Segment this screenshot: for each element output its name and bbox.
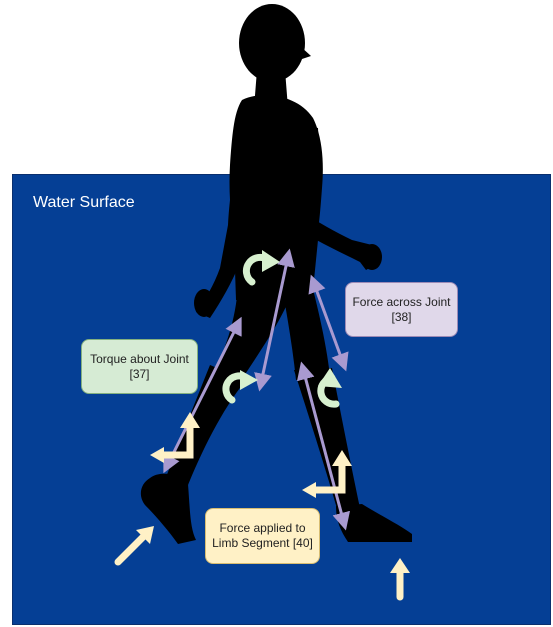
label-force-applied-to-limb-segment: Force applied to Limb Segment [40] (205, 508, 320, 564)
torque-label-line2: [37] (129, 367, 149, 382)
front-thigh (278, 262, 330, 380)
torque-label-line1: Torque about Joint (90, 352, 189, 367)
person-silhouette (141, 4, 412, 544)
label-force-across-joint: Force across Joint [38] (345, 282, 458, 337)
force-joint-label-line2: [38] (391, 310, 411, 325)
force-joint-label-line1: Force across Joint (352, 295, 450, 310)
label-torque-about-joint: Torque about Joint [37] (81, 339, 198, 394)
force-limb-label-line1: Force applied to (219, 521, 305, 536)
front-foot (336, 504, 412, 542)
force-limb-label-line2: Limb Segment [40] (212, 536, 313, 551)
limb-arrow-back-ground (118, 536, 144, 562)
